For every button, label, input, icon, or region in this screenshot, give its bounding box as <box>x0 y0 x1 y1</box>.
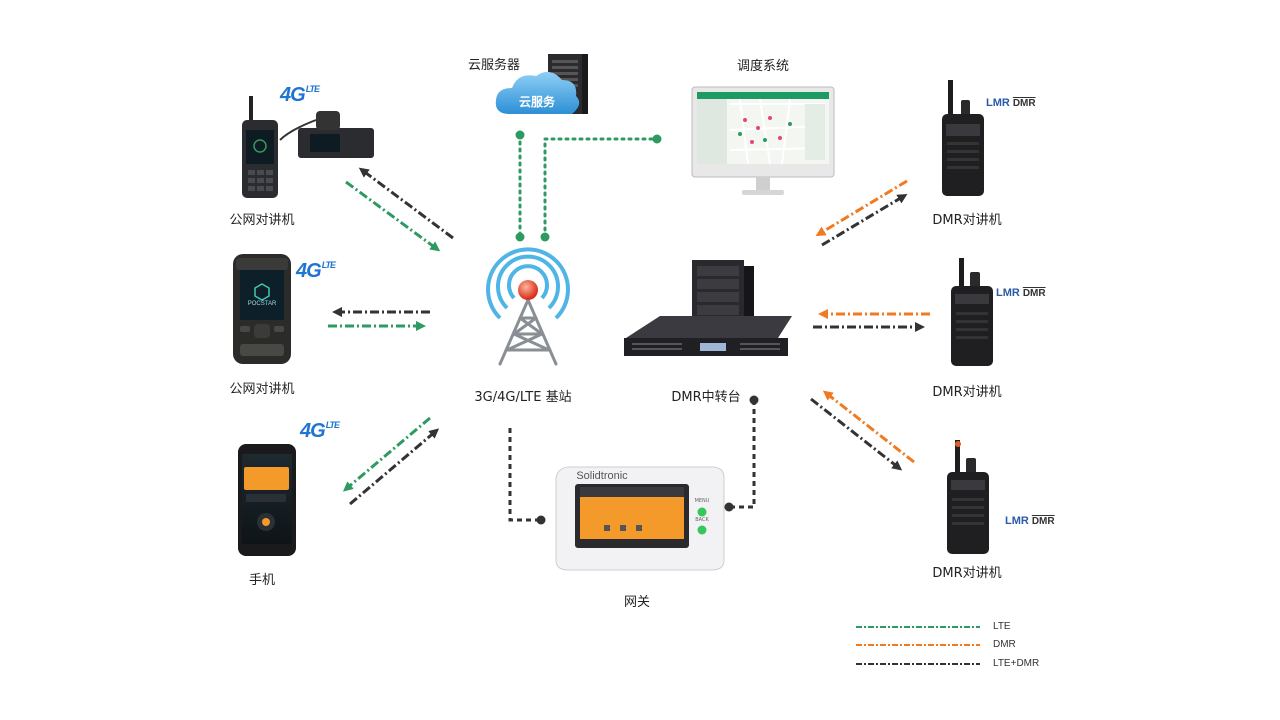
legend <box>856 626 980 665</box>
legend-label-dmr: DMR <box>993 639 1016 650</box>
link-repeater-to-gateway <box>730 400 756 509</box>
poc2-brand: POCSTAR <box>247 301 277 307</box>
legend-label-lte: LTE <box>993 621 1011 632</box>
gateway-back-label: BACK <box>695 517 709 523</box>
gateway-label: 网关 <box>623 595 651 610</box>
connections <box>328 130 930 525</box>
link-dmr1-out <box>821 193 908 247</box>
dispatch-monitor-icon <box>691 86 835 195</box>
phone-icon <box>238 444 296 556</box>
link-dispatch-to-base-station <box>543 137 659 239</box>
link-dmr3-in <box>822 390 915 464</box>
lte-badge-3: 4GLTE <box>300 420 340 442</box>
dmr-radio-1-icon <box>942 80 984 196</box>
lte-badge-2: 4GLTE <box>296 260 336 282</box>
base-station-icon <box>486 247 570 366</box>
repeater-label: DMR中转台 <box>671 390 741 405</box>
link-dmr3-out <box>810 397 903 471</box>
poc1-label: 公网对讲机 <box>229 213 295 228</box>
dmr-radio-2-icon <box>951 258 993 366</box>
gateway-menu-label: MENU <box>694 498 710 504</box>
link-phone-down <box>342 416 431 492</box>
link-base-to-gateway <box>508 428 540 522</box>
poc-radio-1-icon <box>242 96 374 198</box>
dispatch-label: 调度系统 <box>736 59 790 74</box>
cloud-server-icon <box>495 54 588 114</box>
gateway-brand: Solidtronic <box>576 470 628 482</box>
base-station-label: 3G/4G/LTE 基站 <box>474 390 572 405</box>
legend-label-lte-dmr: LTE+DMR <box>993 658 1040 669</box>
link-phone-up <box>349 428 440 506</box>
dmr-radio-3-icon <box>947 440 989 554</box>
gateway-device-icon <box>555 466 725 571</box>
poc-radio-2-icon <box>233 254 291 364</box>
link-dmr1-in <box>815 179 908 237</box>
link-poc1-up <box>358 167 454 240</box>
lte-badge-1: 4GLTE <box>280 84 320 106</box>
phone-label: 手机 <box>248 573 276 588</box>
dmr1-label: DMR对讲机 <box>932 213 1002 228</box>
dmr-repeater-icon <box>624 260 792 356</box>
poc2-label: 公网对讲机 <box>229 382 295 397</box>
dmr3-label: DMR对讲机 <box>932 566 1002 581</box>
cloud-server-label: 云服务器 <box>467 58 521 73</box>
dmr2-label: DMR对讲机 <box>932 385 1002 400</box>
cloud-badge-label: 云服务 <box>518 95 556 109</box>
link-poc1-down <box>345 180 441 252</box>
